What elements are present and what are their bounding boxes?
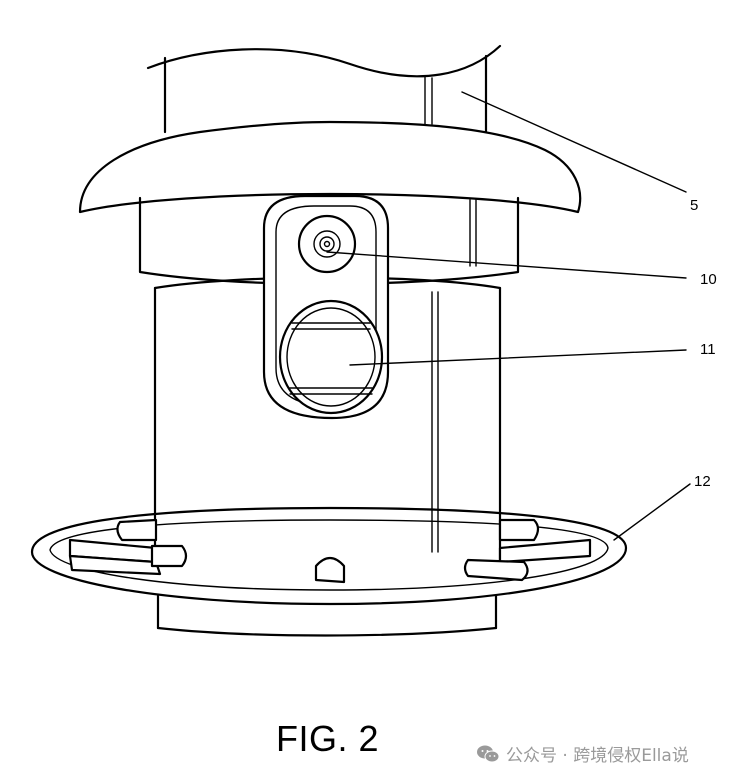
figure-caption: FIG. 2	[276, 718, 380, 759]
perch-spokes	[68, 518, 592, 584]
label-camera-lens: 10	[700, 271, 717, 288]
feeder-tube	[146, 44, 502, 134]
leader-lines	[326, 91, 691, 541]
watermark: 公众号 · 跨境侵权Ella说	[476, 741, 689, 766]
label-perch-ring: 12	[694, 473, 711, 490]
wechat-icon	[477, 745, 500, 762]
perch-ring	[30, 506, 628, 606]
label-feeding-port: 11	[700, 341, 716, 358]
watermark-text: 公众号 · 跨境侵权Ella说	[506, 746, 689, 766]
feeding-port	[278, 299, 384, 415]
camera-lens	[297, 214, 357, 274]
feeder-base	[156, 594, 498, 637]
feeder-roof	[78, 120, 582, 214]
label-tube: 5	[690, 197, 698, 214]
